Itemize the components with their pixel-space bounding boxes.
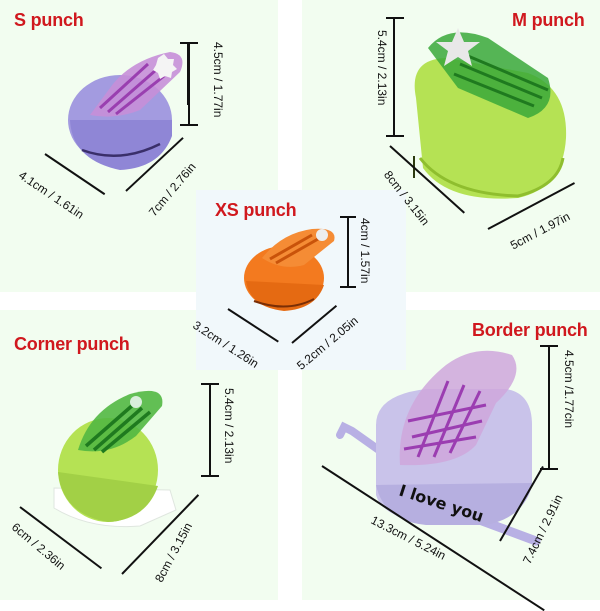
corner-height-label: 5.4cm / 2.13in xyxy=(222,388,236,464)
border-height-cap-top xyxy=(540,345,558,347)
border-punch-image: I love you xyxy=(336,350,541,546)
s-height-line-2 xyxy=(188,43,190,126)
xs-punch-image xyxy=(244,228,335,311)
border-punch-title: Border punch xyxy=(472,320,588,340)
m-punch-image xyxy=(413,28,567,199)
m-height-label: 5.4cm / 2.13in xyxy=(375,30,389,106)
corner-height-cap-top xyxy=(201,383,219,385)
xs-height-line xyxy=(347,217,349,287)
xs-height-label: 4cm / 1.57in xyxy=(358,218,372,284)
m-height-cap-top xyxy=(386,17,404,19)
xs-height-cap-bottom xyxy=(340,286,356,288)
corner-height-cap-bottom xyxy=(201,475,219,477)
corner-punch-image xyxy=(53,390,177,528)
m-height-cap-bottom xyxy=(386,135,404,137)
border-height-line xyxy=(548,346,550,470)
s-height-label: 4.5cm / 1.77in xyxy=(211,42,225,118)
border-height-cap-bottom xyxy=(540,468,558,470)
xs-height-cap-top xyxy=(340,216,356,218)
m-punch-title: M punch xyxy=(512,10,585,30)
xs-punch-title: XS punch xyxy=(215,200,297,220)
m-height-line xyxy=(393,18,395,136)
corner-height-line xyxy=(209,384,211,476)
s-punch-image xyxy=(68,52,183,170)
s-punch-title: S punch xyxy=(14,10,84,30)
corner-punch-title: Corner punch xyxy=(14,334,130,354)
border-height-label: 4.5cm /1.77cin xyxy=(562,350,576,429)
